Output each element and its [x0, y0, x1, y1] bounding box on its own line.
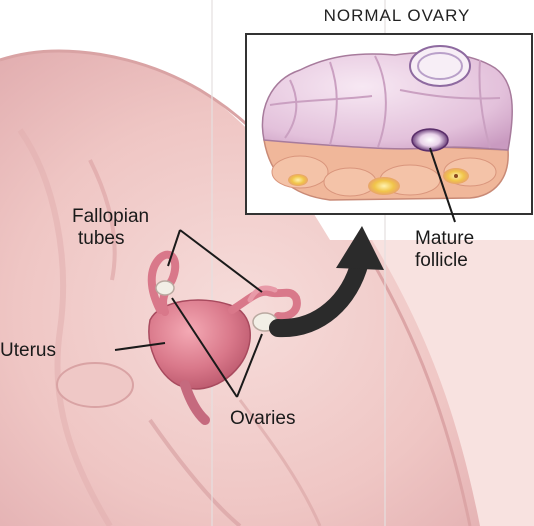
mature-follicle [412, 129, 448, 151]
yellow-follicle [288, 174, 308, 186]
inset-title: NORMAL OVARY [302, 6, 492, 26]
label-fallopian-line1: Fallopian [72, 206, 149, 228]
label-mature-line1: Mature [415, 228, 474, 250]
label-fallopian-line2: tubes [78, 228, 124, 250]
label-ovaries: Ovaries [230, 408, 295, 430]
yellow-follicle [368, 177, 400, 195]
label-uterus: Uterus [0, 340, 56, 362]
label-mature-line2: follicle [415, 250, 468, 272]
